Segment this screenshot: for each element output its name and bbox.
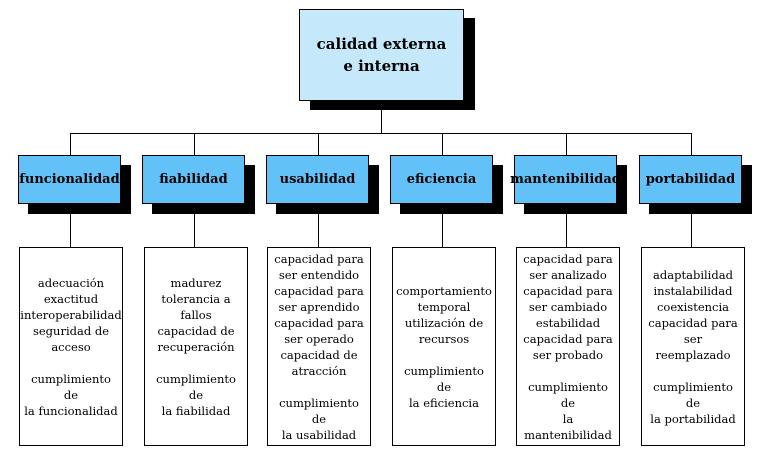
subcharacteristic-line: ser analizado: [529, 267, 607, 282]
category-connector: [442, 133, 443, 155]
detail-connector: [442, 204, 443, 247]
subcharacteristic-line: capacidad para: [523, 331, 613, 346]
category-node: usabilidad: [266, 155, 369, 204]
subcharacteristic-line: madurez: [170, 275, 222, 290]
category-label: mantenibilidad: [510, 172, 621, 187]
subcharacteristic-line: ser operado: [284, 331, 354, 346]
detail-connector: [691, 204, 692, 247]
category-node: portabilidad: [639, 155, 742, 204]
subcharacteristic-line: seguridad de: [32, 323, 110, 338]
root-node-title-line-2: e interna: [343, 57, 420, 75]
subcharacteristic-line: ser cambiado: [528, 299, 608, 314]
subcharacteristic-line: coexistencia: [656, 299, 730, 314]
subcharacteristic-line: recuperación: [157, 339, 235, 354]
compliance-line: la mantenibilidad: [524, 411, 612, 442]
compliance-line: la usabilidad: [281, 427, 357, 442]
category-node: fiabilidad: [142, 155, 245, 204]
category-node: mantenibilidad: [510, 155, 621, 204]
compliance-line: cumplimiento de: [528, 379, 608, 410]
subcharacteristic-line: ser aprendido: [278, 299, 360, 314]
compliance-line: cumplimiento de: [653, 379, 733, 410]
category-connector: [318, 133, 319, 155]
category-connector: [691, 133, 692, 155]
root-node: calidad externa e interna: [299, 9, 464, 101]
root-connector: [381, 101, 382, 133]
root-node-title-line-1: calidad externa: [316, 35, 447, 53]
category-node: eficiencia: [390, 155, 493, 204]
category-connector: [194, 133, 195, 155]
subcharacteristic-line: recursos: [418, 331, 470, 346]
subcharacteristic-line: adaptabilidad: [653, 267, 733, 282]
compliance-line: cumplimiento de: [404, 363, 484, 394]
subcharacteristic-line: capacidad para: [523, 251, 613, 266]
subcharacteristic-line: tolerancia a: [161, 291, 231, 306]
subcharacteristic-line: capacidad para: [274, 251, 364, 266]
subcharacteristic-line: comportamiento: [396, 283, 492, 298]
detail-connector: [318, 204, 319, 247]
subcharacteristic-line: interoperabilidad: [20, 307, 122, 322]
compliance-line: cumplimiento de: [156, 371, 236, 402]
detail-connector: [70, 204, 71, 247]
category-connector: [566, 133, 567, 155]
compliance-line: la fiabilidad: [161, 403, 231, 418]
subcharacteristic-line: capacidad para: [274, 315, 364, 330]
category-label: usabilidad: [279, 172, 356, 187]
compliance-line: la funcionalidad: [24, 403, 118, 418]
subcharacteristic-line: capacidad de: [157, 323, 235, 338]
detail-connector: [194, 204, 195, 247]
category-connector: [70, 133, 71, 155]
subcharacteristic-line: temporal: [417, 299, 471, 314]
subcharacteristic-line: acceso: [51, 339, 91, 354]
category-label: funcionalidad: [19, 172, 120, 187]
subcharacteristic-line: ser probado: [532, 347, 604, 362]
subcharacteristic-line: capacidad para: [274, 283, 364, 298]
compliance-line: la portabilidad: [650, 411, 736, 426]
category-label: portabilidad: [645, 172, 736, 187]
subcharacteristic-line: ser reemplazado: [655, 331, 731, 362]
subcharacteristic-line: adecuación: [37, 275, 105, 290]
subcharacteristic-line: fallos: [180, 307, 212, 322]
compliance-line: cumplimiento de: [279, 395, 359, 426]
compliance-line: la eficiencia: [409, 395, 479, 410]
category-label: eficiencia: [406, 172, 477, 187]
detail-connector: [566, 204, 567, 247]
subcharacteristic-line: utilización de: [404, 315, 484, 330]
subcharacteristic-line: atracción: [291, 363, 347, 378]
subcharacteristic-line: ser entendido: [278, 267, 360, 282]
subcharacteristic-line: capacidad de: [280, 347, 358, 362]
subcharacteristic-line: estabilidad: [535, 315, 601, 330]
horizontal-connector: [71, 133, 692, 134]
category-label: fiabilidad: [159, 172, 228, 187]
subcharacteristic-line: capacidad para: [523, 283, 613, 298]
compliance-line: cumplimiento de: [31, 371, 111, 402]
subcharacteristic-line: instalabilidad: [653, 283, 733, 298]
category-node: funcionalidad: [18, 155, 121, 204]
subcharacteristic-line: exactitud: [43, 291, 99, 306]
subcharacteristic-line: capacidad para: [648, 315, 738, 330]
